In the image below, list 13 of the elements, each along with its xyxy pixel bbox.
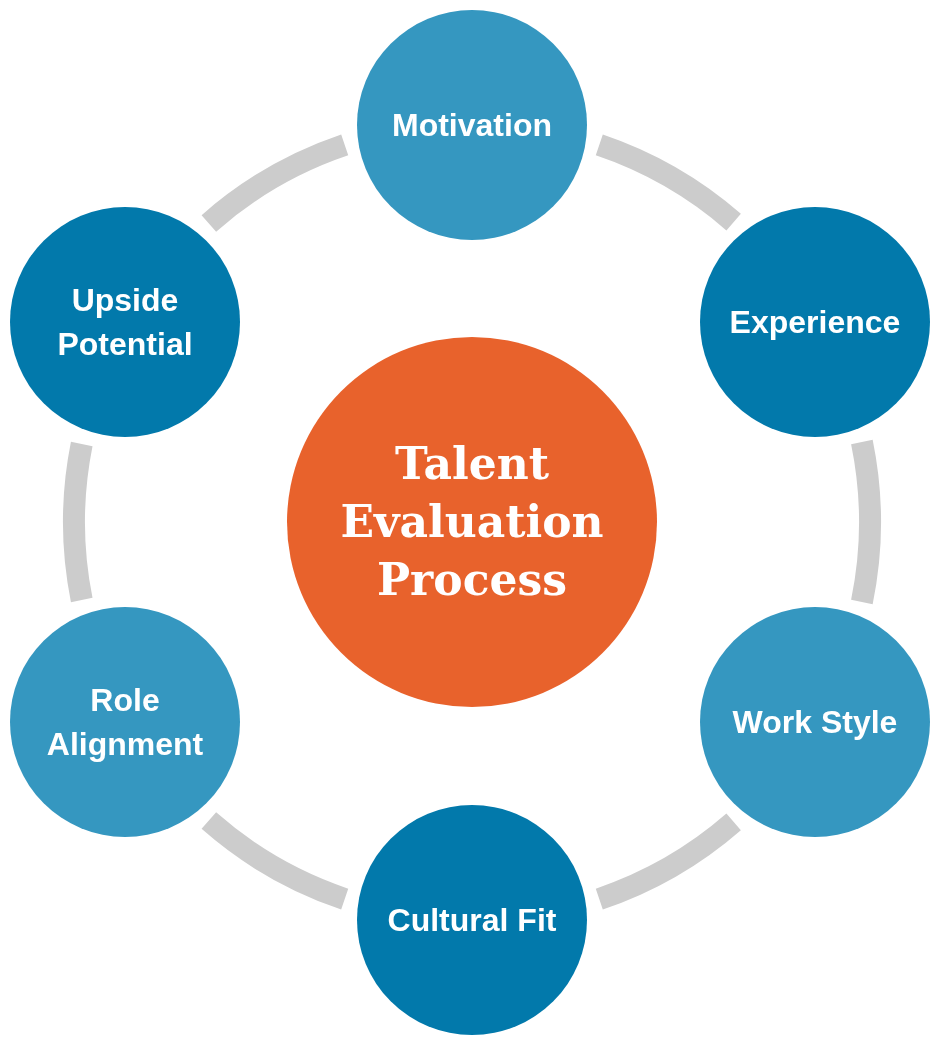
node-label: Talent Evaluation Process bbox=[339, 437, 605, 607]
node-label: Work Style bbox=[731, 703, 899, 742]
connector-arc bbox=[851, 440, 881, 604]
connector-arc bbox=[595, 813, 741, 910]
node-label: Motivation bbox=[391, 106, 553, 145]
node-label: Experience bbox=[728, 303, 902, 342]
node-label: Role Alignment bbox=[45, 681, 205, 764]
connector-arc bbox=[202, 134, 349, 232]
connector-arc bbox=[63, 442, 93, 602]
connector-arc bbox=[595, 134, 741, 231]
node-label: Cultural Fit bbox=[386, 901, 558, 940]
node-label: Upside Potential bbox=[56, 281, 194, 364]
connector-arc bbox=[202, 812, 349, 910]
